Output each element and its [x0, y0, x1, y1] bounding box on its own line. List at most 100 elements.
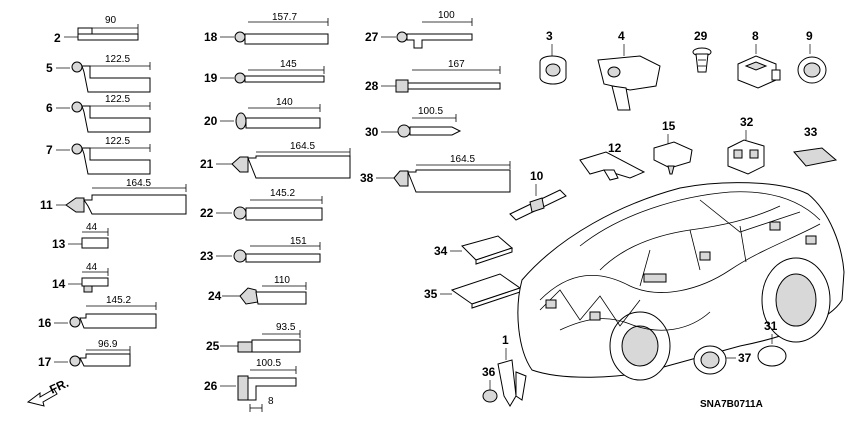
dimension-label: 93.5: [276, 322, 296, 333]
callout-4: 4: [618, 29, 625, 43]
callout-36: 36: [482, 365, 496, 379]
part-35: 35: [424, 273, 522, 309]
callout-31: 31: [764, 319, 778, 333]
dimension-label: 100.5: [418, 106, 443, 117]
dimension-label: 100.5: [256, 358, 281, 369]
callout-1: 1: [502, 333, 509, 347]
callout-37: 37: [738, 351, 752, 365]
callout-7: 7: [46, 143, 53, 157]
dimension-label: 110: [274, 275, 290, 286]
callout-30: 30: [365, 125, 379, 139]
dimension-label: 44: [86, 262, 98, 273]
callout-38: 38: [360, 171, 374, 185]
dimension-label: 145.2: [270, 188, 295, 199]
part-14: 14 44: [52, 262, 109, 293]
callout-33: 33: [804, 125, 818, 139]
dimension-label: 96.9: [98, 339, 118, 350]
part-4: 4: [597, 29, 661, 111]
callout-35: 35: [424, 287, 438, 301]
part-27: 27 100: [365, 10, 473, 49]
part-20: 20 140: [204, 97, 321, 130]
part-1: 1: [497, 333, 527, 407]
callout-17: 17: [38, 355, 52, 369]
part-11: 11 164.5: [40, 178, 187, 215]
callout-8: 8: [752, 29, 759, 43]
part-25: 25 93.5: [206, 322, 301, 353]
part-2: 2 90: [54, 15, 139, 45]
dimension-label: 151: [290, 236, 307, 247]
front-direction-arrow: FR.: [26, 376, 71, 407]
dimension-label: 145: [280, 59, 297, 70]
part-30: 30 100.5: [365, 106, 462, 139]
part-16: 16 145.2: [38, 295, 157, 330]
dimension-label: 164.5: [126, 178, 151, 189]
callout-29: 29: [694, 29, 708, 43]
part-10: 10: [509, 169, 567, 221]
part-15: 15: [653, 119, 693, 175]
part-19: 19 145: [204, 59, 325, 85]
callout-13: 13: [52, 237, 66, 251]
part-38: 38 164.5: [360, 154, 511, 193]
dimension-label: 145.2: [106, 295, 131, 306]
car-body-illustration: [517, 182, 845, 381]
callout-23: 23: [200, 249, 214, 263]
callout-18: 18: [204, 30, 218, 44]
part-5: 5 122.5: [46, 54, 151, 93]
part-9: 9: [797, 29, 827, 84]
callout-10: 10: [530, 169, 544, 183]
callout-25: 25: [206, 339, 220, 353]
callout-22: 22: [200, 206, 214, 220]
callout-24: 24: [208, 289, 222, 303]
dimension-label: 122.5: [105, 136, 130, 147]
part-24: 24 110: [208, 275, 307, 305]
dimension-label: 157.7: [272, 12, 297, 23]
callout-21: 21: [200, 157, 214, 171]
callout-15: 15: [662, 119, 676, 133]
part-33: 33: [793, 125, 838, 167]
dimension-label: 167: [448, 59, 465, 70]
part-17: 17 96.9: [38, 339, 131, 369]
diagram-code: SNA7B0711A: [700, 399, 763, 410]
callout-26: 26: [204, 379, 218, 393]
part-26: 26 100.5 8: [204, 358, 297, 412]
dimension-label: 122.5: [105, 54, 130, 65]
dimension-label: 90: [105, 15, 117, 26]
part-31: 31: [757, 319, 787, 367]
callout-28: 28: [365, 79, 379, 93]
dimension-label: 164.5: [450, 154, 475, 165]
callout-12: 12: [608, 141, 622, 155]
part-18: 18 157.7: [204, 12, 329, 45]
dimension-label: 8: [268, 396, 274, 407]
dimension-label: 164.5: [290, 141, 315, 152]
dimension-label: 122.5: [105, 94, 130, 105]
callout-34: 34: [434, 244, 448, 258]
part-32: 32: [727, 115, 765, 175]
dimension-label: 140: [276, 97, 293, 108]
part-6: 6 122.5: [46, 94, 151, 133]
part-37: 37: [693, 345, 752, 375]
part-7: 7 122.5: [46, 136, 151, 175]
callout-16: 16: [38, 316, 52, 330]
direction-label: FR.: [47, 376, 70, 397]
callout-19: 19: [204, 71, 218, 85]
part-8: 8: [737, 29, 781, 89]
part-12: 12: [579, 141, 646, 181]
part-36: 36: [482, 365, 498, 403]
dimension-label: 44: [86, 222, 98, 233]
part-13: 13 44: [52, 222, 109, 251]
part-28: 28 167: [365, 59, 501, 93]
part-21: 21 164.5: [200, 141, 351, 179]
callout-2: 2: [54, 31, 61, 45]
part-23: 23 151: [200, 236, 321, 263]
dimension-label: 100: [438, 10, 455, 21]
part-34: 34: [434, 235, 513, 265]
callout-6: 6: [46, 101, 53, 115]
callout-32: 32: [740, 115, 754, 129]
callout-14: 14: [52, 277, 66, 291]
part-29: 29: [692, 29, 712, 73]
callout-5: 5: [46, 61, 53, 75]
callout-11: 11: [40, 198, 53, 212]
callout-20: 20: [204, 114, 218, 128]
callout-27: 27: [365, 30, 379, 44]
